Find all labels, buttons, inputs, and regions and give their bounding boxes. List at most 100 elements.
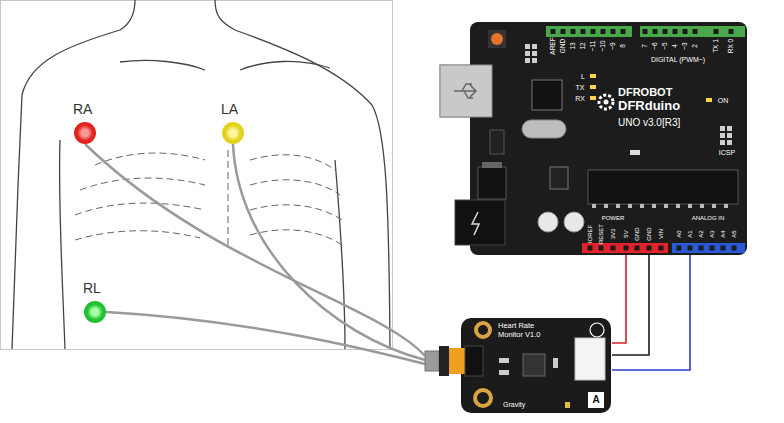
- chip-pin: [712, 204, 716, 208]
- pin-label: RESET: [598, 224, 604, 244]
- pin-label: ON: [718, 97, 729, 104]
- module-chip: [523, 354, 545, 376]
- pin-label: RX 0: [728, 39, 735, 53]
- bottom-analog-header: [672, 243, 745, 253]
- header-pin: [599, 246, 604, 251]
- chip-pin: [616, 204, 620, 208]
- header-pin: [611, 29, 616, 34]
- module-component: [553, 358, 558, 368]
- torso-outline: [12, 0, 390, 349]
- icsp-pin: [727, 140, 732, 145]
- header-pin: [624, 246, 629, 251]
- pin-label: A3: [709, 230, 715, 237]
- chip-pin: [652, 204, 656, 208]
- pin-label: DIGITAL (PWM~): [651, 56, 705, 63]
- capacitor: [564, 212, 584, 232]
- icsp-pin: [720, 133, 725, 138]
- pin-label: 5V: [623, 230, 629, 237]
- torso-outline-part: [215, 0, 390, 349]
- torso-outline-part: [59, 140, 65, 349]
- reset-button-base: [488, 30, 506, 48]
- pin-label: A4: [720, 230, 726, 237]
- icsp-pin: [525, 58, 530, 63]
- signal-wire: [612, 255, 626, 343]
- small-component: [490, 130, 504, 154]
- electrode-pad: RL: [84, 301, 106, 323]
- header-pin: [699, 246, 704, 251]
- reset-button: [491, 33, 503, 45]
- electrode-cable: [233, 144, 425, 360]
- usb-port: [440, 65, 492, 117]
- pin-label: 13: [570, 42, 577, 49]
- signal-wire: [612, 255, 649, 355]
- node-text: DFROBOT: [618, 86, 672, 99]
- electrode-plug: [425, 351, 439, 371]
- pin-label: 3V3: [610, 229, 616, 240]
- header-pin: [673, 29, 678, 34]
- usb-symbol: [454, 84, 476, 98]
- capacitor: [538, 212, 558, 232]
- torso-outline-part: [120, 60, 205, 70]
- small-component: [630, 150, 640, 155]
- header-pin: [721, 246, 726, 251]
- atmega-chip: [588, 170, 738, 204]
- board-body: [470, 22, 747, 255]
- led: [706, 98, 712, 102]
- torso-outline-part: [12, 0, 135, 349]
- mounting-ring: [476, 323, 490, 337]
- heart-rate-module: Heart Rate Monitor V1.0GravityA: [425, 318, 612, 414]
- chip-pin: [604, 204, 608, 208]
- header-pin: [591, 29, 596, 34]
- pin-label: 12: [580, 42, 587, 49]
- node-text: LA: [221, 101, 238, 117]
- pin-label: ANALOG IN: [692, 215, 725, 221]
- top-header: [640, 26, 745, 37]
- pin-label: A1: [687, 230, 693, 237]
- pin-label: AREF: [550, 37, 557, 54]
- signal-wire: [612, 255, 690, 370]
- rib-lines-part: [95, 153, 205, 165]
- dc-jack: [455, 200, 505, 245]
- electrode-pad: LA: [222, 122, 244, 144]
- pin-label: ~5: [662, 42, 669, 49]
- pin-label: A5: [731, 230, 737, 237]
- header-pin: [693, 29, 698, 34]
- pin-label: ~11: [590, 41, 597, 52]
- chip-pin: [724, 204, 728, 208]
- crystal: [522, 120, 566, 138]
- header-pin: [643, 29, 648, 34]
- header-pin: [601, 29, 606, 34]
- chip-pin: [688, 204, 692, 208]
- pin-label: ~10: [600, 40, 607, 51]
- icsp-pin: [532, 44, 537, 49]
- pin-label: TX 1: [713, 39, 720, 53]
- picture-frame: [1, 1, 393, 350]
- header-pin: [663, 29, 668, 34]
- chip-pin: [628, 204, 632, 208]
- led: [590, 74, 596, 78]
- header-pin: [635, 246, 640, 251]
- heart-icon: [590, 323, 604, 337]
- regulator-tab: [482, 162, 502, 168]
- pin-label: 8: [620, 44, 627, 48]
- header-pin: [581, 29, 586, 34]
- rib-lines-part: [75, 203, 205, 215]
- module-component: [499, 370, 509, 375]
- pin-label: 2: [692, 44, 699, 48]
- logo-gear: [604, 100, 609, 105]
- pin-label: A2: [698, 230, 704, 237]
- electrode-cable: [85, 144, 425, 356]
- icsp-pin: [727, 126, 732, 131]
- pin-label: GND: [634, 227, 640, 240]
- icsp-pin: [532, 51, 537, 56]
- wire-connector: [575, 338, 605, 380]
- rib-lines-part: [250, 155, 335, 170]
- rib-lines-part: [228, 150, 229, 245]
- header-pin: [659, 246, 664, 251]
- top-header: [546, 26, 632, 37]
- chip-pin: [592, 204, 596, 208]
- header-pin: [611, 246, 616, 251]
- pin-label: ~6: [652, 42, 659, 49]
- icsp-pin: [525, 44, 530, 49]
